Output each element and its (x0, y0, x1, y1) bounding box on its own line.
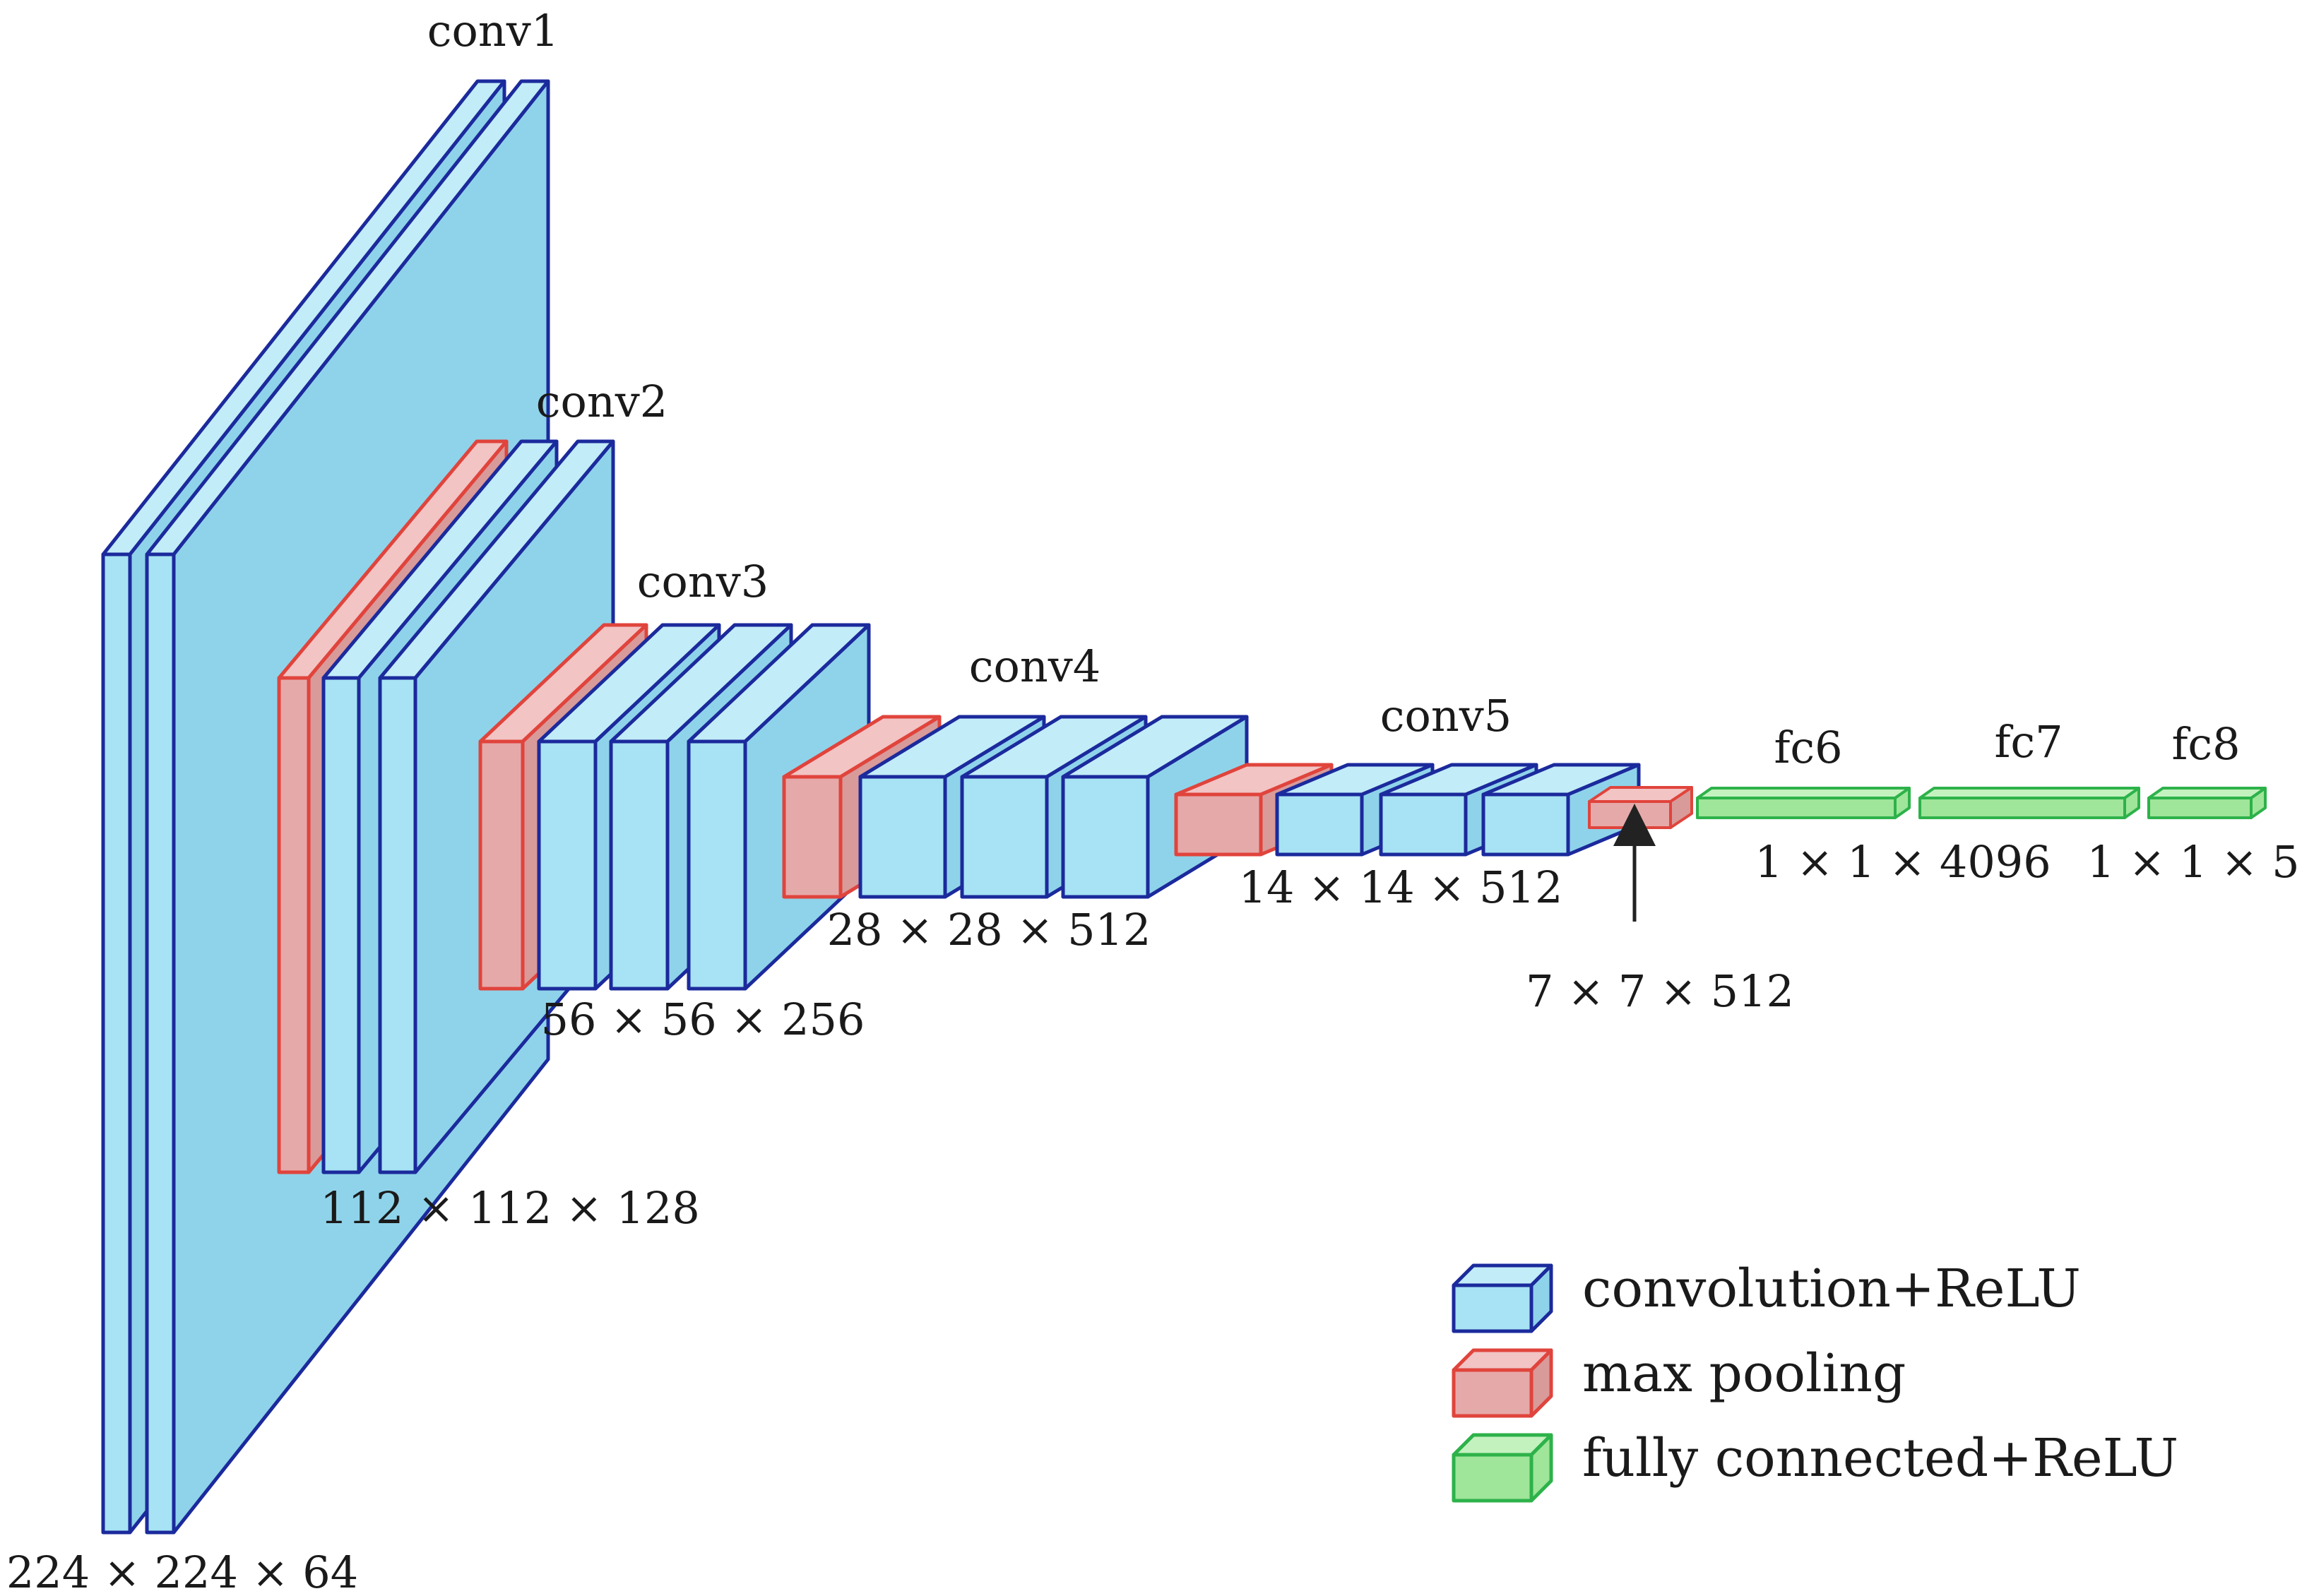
dim-label-28: 28 × 28 × 512 (827, 904, 1151, 955)
legend-icons (1452, 1263, 1553, 1503)
dim-label-224: 224 × 224 × 64 (6, 1547, 358, 1596)
pool5-block (1588, 786, 1693, 829)
stage-label-fc8: fc8 (2171, 718, 2240, 770)
stage-label-fc6: fc6 (1774, 722, 1842, 773)
dim-label-7: 7 × 7 × 512 (1526, 965, 1794, 1017)
legend-label-fc: fully connected+ReLU (1582, 1428, 2178, 1489)
stage-label-conv5: conv5 (1380, 690, 1512, 742)
fc8-block (2147, 787, 2267, 819)
fc7-block (1918, 787, 2140, 819)
stage-label-conv3: conv3 (637, 556, 769, 607)
dim-label-112: 112 × 112 × 128 (320, 1182, 700, 1234)
legend-icon-pool (1452, 1348, 1553, 1418)
legend: convolution+ReLU max pooling fully conne… (1452, 1258, 2178, 1503)
stage-label-conv2: conv2 (536, 376, 668, 427)
stage-label-conv4: conv4 (969, 641, 1100, 692)
layer-blocks (101, 79, 2267, 1535)
legend-icon-fc (1452, 1433, 1553, 1503)
dim-label-5: 1 × 1 × 5 (2087, 836, 2299, 888)
stage-label-conv1: conv1 (427, 5, 559, 56)
labels: conv1 conv2 conv3 conv4 conv5 fc6 fc7 fc… (6, 5, 2300, 1596)
dim-label-14: 14 × 14 × 512 (1239, 862, 1563, 913)
fc6-block (1696, 787, 1911, 819)
legend-icon-conv (1452, 1263, 1553, 1333)
stage-label-fc7: fc7 (1994, 716, 2063, 768)
dim-label-4096: 1 × 1 × 4096 (1755, 836, 2051, 888)
legend-label-conv: convolution+ReLU (1582, 1258, 2081, 1319)
legend-label-pool: max pooling (1582, 1343, 1906, 1404)
dim-label-56: 56 × 56 × 256 (541, 994, 865, 1045)
